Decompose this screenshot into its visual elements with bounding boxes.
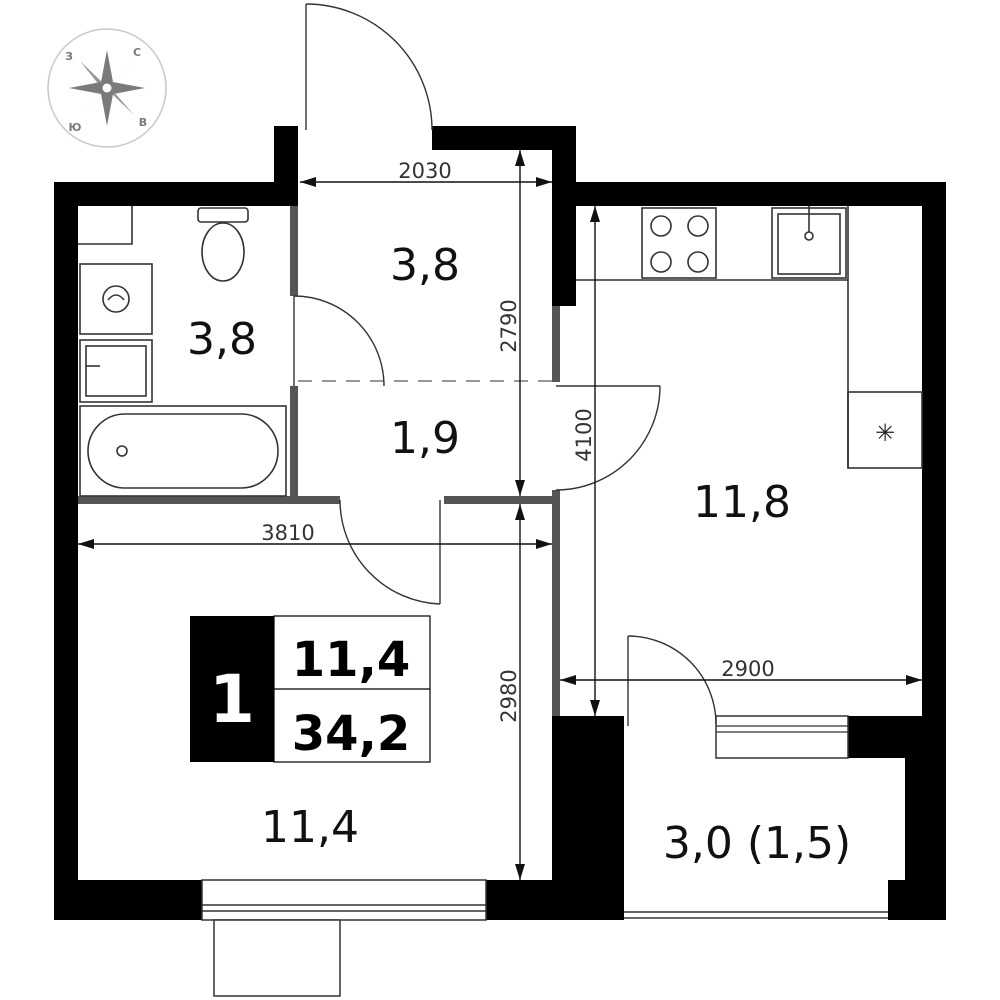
compass: С В Ю З: [47, 28, 167, 148]
room-area-living: 11,4: [261, 802, 359, 853]
fridge-icon: ✳: [847, 391, 923, 469]
compass-letter-west: З: [65, 50, 73, 63]
fridge-symbol: ✳: [875, 419, 895, 447]
toilet-icon: [197, 207, 249, 282]
room-area-kitchen: 11,8: [693, 477, 791, 528]
compass-letter-east: В: [139, 116, 147, 129]
living-door: [339, 499, 441, 605]
room-area-balcony: 3,0 (1,5): [663, 818, 851, 869]
dim-label-vestibule-depth: 2790: [497, 299, 521, 352]
dim-living-depth: [515, 504, 525, 880]
room-count-box: [190, 616, 274, 762]
dim-vestibule-width: [300, 177, 552, 187]
entrance-door: [305, 3, 433, 131]
balcony-door: [627, 635, 717, 726]
room-count: 1: [209, 661, 255, 738]
compass-letter-north: С: [133, 46, 141, 59]
compass-letter-south: Ю: [69, 121, 82, 134]
dim-label-vestibule-width: 2030: [398, 159, 451, 183]
dim-vestibule-depth: [515, 150, 525, 496]
shaft-outline: [78, 206, 133, 245]
balcony-sill: [213, 919, 341, 997]
dim-label-living-width: 3810: [261, 521, 314, 545]
bathroom-fixtures: [78, 206, 287, 497]
total-area: 34,2: [292, 706, 410, 762]
dim-kitchen-depth: [590, 206, 600, 716]
living-window: [201, 879, 487, 921]
room-area-corridor: 1,9: [390, 413, 460, 464]
room-area-vestibule: 3,8: [390, 240, 460, 291]
washing-machine-icon: [79, 263, 153, 335]
dim-label-living-depth: 2980: [497, 669, 521, 722]
kitchen-balcony-window: [715, 715, 849, 759]
stove-icon: [641, 207, 717, 279]
bathtub-icon: [79, 405, 287, 497]
interior-walls: [78, 206, 560, 716]
dim-kitchen-width: [560, 675, 922, 685]
summary-block: 1 11,4 34,2: [190, 615, 431, 763]
room-area-bathroom: 3,8: [187, 314, 257, 365]
kitchen-door: [555, 385, 661, 491]
kitchen-fixtures: ✳: [576, 206, 923, 469]
doors: [293, 3, 717, 726]
dimension-lines: [78, 150, 922, 880]
windows: [201, 715, 888, 997]
exterior-walls: [54, 126, 946, 920]
dim-living-width: [78, 539, 552, 549]
sink-icon: [79, 339, 153, 403]
living-area: 11,4: [292, 632, 410, 688]
compass-star-icon: [69, 50, 145, 126]
dim-label-kitchen-width: 2900: [721, 657, 774, 681]
dim-label-kitchen-depth: 4100: [572, 408, 596, 461]
bathroom-door: [293, 295, 385, 387]
kitchen-sink-icon: [771, 206, 847, 279]
